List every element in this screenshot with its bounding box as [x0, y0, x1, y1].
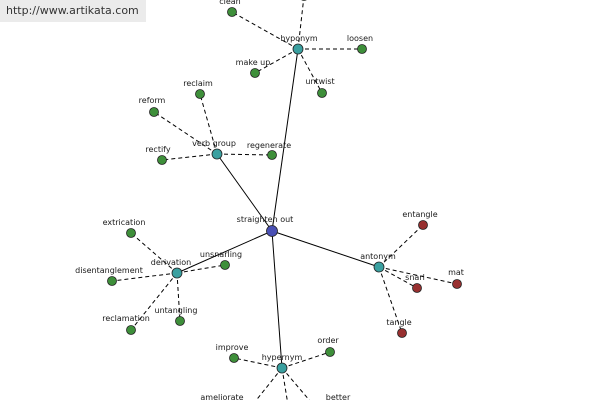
edge-antonym-to-mat	[378, 266, 458, 285]
label-clean[interactable]: clean	[219, 0, 241, 6]
node-untangling[interactable]	[175, 316, 185, 326]
edge-hyponym-to-make-up	[254, 48, 299, 74]
node-order[interactable]	[325, 347, 335, 357]
edge-hyponym-to-hypo-extra	[297, 0, 305, 50]
node-loosen[interactable]	[357, 44, 367, 54]
edge-verb-group-to-rectify	[161, 153, 218, 161]
label-derivation[interactable]: derivation	[151, 258, 191, 267]
label-tangle[interactable]: tangle	[386, 318, 411, 327]
edge-derivation-to-unsnarling	[176, 264, 226, 274]
node-improve[interactable]	[229, 353, 239, 363]
label-center[interactable]: straighten out	[237, 215, 294, 224]
node-clean[interactable]	[227, 7, 237, 17]
node-hypernym[interactable]	[276, 362, 288, 374]
label-untangling[interactable]: untangling	[155, 306, 198, 315]
edge-derivation-to-extrication	[130, 232, 178, 274]
node-extrication[interactable]	[126, 228, 136, 238]
edge-verb-group-to-regenerate	[216, 153, 273, 156]
edge-center-to-verb-group	[216, 153, 273, 232]
node-antonym[interactable]	[373, 261, 385, 273]
node-unsnarling[interactable]	[220, 260, 230, 270]
edge-derivation-to-disentanglement	[111, 272, 178, 282]
edge-derivation-to-reclamation	[130, 272, 178, 331]
label-layer: straighten out hyponym verb group derivatio…	[75, 0, 464, 400]
label-reclaim[interactable]: reclaim	[183, 79, 213, 88]
edge-hyponym-to-untwist	[297, 48, 323, 94]
label-mat[interactable]: mat	[448, 268, 464, 277]
label-rectify[interactable]: rectify	[145, 145, 170, 154]
node-verb-group[interactable]	[211, 148, 223, 160]
edge-center-to-hypernym	[271, 230, 283, 369]
edge-verb-group-to-reform	[153, 111, 218, 155]
node-layer	[107, 0, 462, 374]
edge-hypernym-to-better	[281, 367, 310, 400]
node-untwist[interactable]	[317, 88, 327, 98]
label-disentanglement[interactable]: disentanglement	[75, 266, 143, 275]
edge-center-to-hyponym	[271, 48, 299, 232]
node-reform[interactable]	[149, 107, 159, 117]
label-extrication[interactable]: extrication	[103, 218, 146, 227]
node-entangle[interactable]	[418, 220, 428, 230]
edge-verb-group-to-reclaim	[199, 93, 218, 155]
edge-center-to-derivation	[176, 230, 273, 274]
node-mat[interactable]	[452, 279, 462, 289]
label-regenerate[interactable]: regenerate	[247, 141, 291, 150]
label-untwist[interactable]: untwist	[305, 77, 334, 86]
label-loosen[interactable]: loosen	[347, 34, 373, 43]
node-hyponym[interactable]	[292, 43, 304, 55]
node-tangle[interactable]	[397, 328, 407, 338]
edge-hyponym-to-clean	[231, 11, 299, 50]
label-hyponym[interactable]: hyponym	[280, 34, 318, 43]
label-unsnarling[interactable]: unsnarling	[200, 250, 242, 259]
edge-center-to-antonym	[271, 230, 380, 268]
node-center[interactable]	[266, 225, 278, 237]
edge-derivation-to-untangling	[176, 272, 181, 322]
label-reclamation[interactable]: reclamation	[102, 314, 150, 323]
edge-hypernym-stub-0	[281, 367, 288, 400]
node-hypo-extra[interactable]	[300, 0, 309, 1]
label-improve[interactable]: improve	[216, 343, 249, 352]
label-make-up[interactable]: make up	[236, 58, 271, 67]
label-antonym[interactable]: antonym	[360, 252, 396, 261]
label-order[interactable]: order	[317, 336, 339, 345]
edge-antonym-to-snarl	[378, 266, 418, 289]
label-hypernym[interactable]: hypernym	[262, 353, 303, 362]
watermark-link[interactable]: http://www.artikata.com	[0, 0, 146, 22]
label-ameliorate[interactable]: ameliorate	[200, 393, 243, 400]
node-derivation[interactable]	[171, 267, 183, 279]
node-regenerate[interactable]	[267, 150, 277, 160]
node-rectify[interactable]	[157, 155, 167, 165]
label-snarl[interactable]: snarl	[405, 273, 425, 282]
label-verb-group[interactable]: verb group	[192, 139, 236, 148]
edge-antonym-to-entangle	[378, 224, 424, 268]
edge-hypernym-to-order	[281, 351, 331, 369]
node-snarl[interactable]	[412, 283, 422, 293]
node-reclamation[interactable]	[126, 325, 136, 335]
node-make-up[interactable]	[250, 68, 260, 78]
edge-hypernym-to-improve	[233, 357, 283, 369]
edge-layer	[111, 0, 458, 400]
edge-hypernym-to-ameliorate	[255, 367, 283, 400]
node-reclaim[interactable]	[195, 89, 205, 99]
label-better[interactable]: better	[326, 393, 351, 400]
node-disentanglement[interactable]	[107, 276, 117, 286]
label-entangle[interactable]: entangle	[402, 210, 437, 219]
edge-antonym-to-tangle	[378, 266, 403, 334]
label-reform[interactable]: reform	[139, 96, 166, 105]
